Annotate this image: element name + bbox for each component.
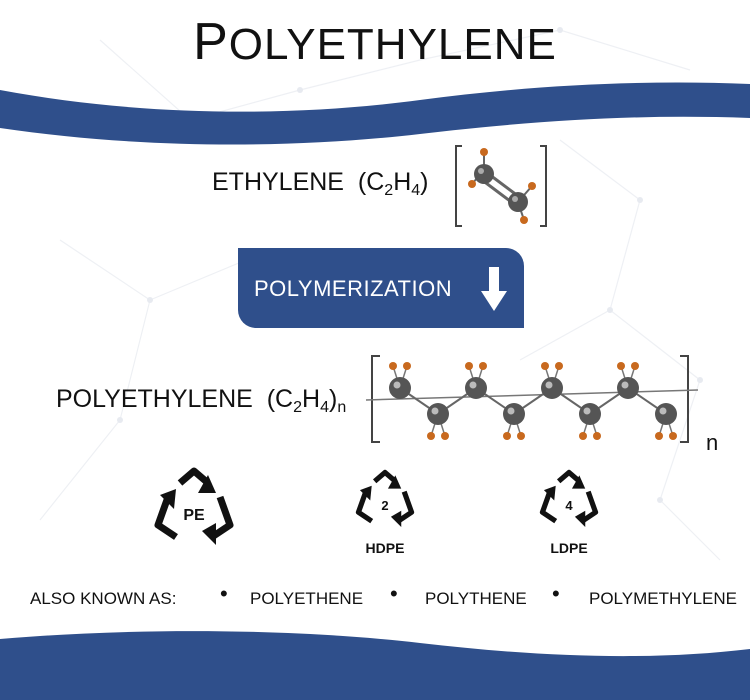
alias-polymethylene: POLYMETHYLENE — [589, 589, 738, 608]
carbon-atom — [503, 403, 525, 425]
hydrogen-atom — [427, 432, 435, 440]
carbon-atom — [541, 377, 563, 399]
bottom-wave-band — [0, 631, 750, 700]
recycle-ldpe-icon — [539, 469, 599, 528]
recycle-label-hdpe: HDPE — [365, 540, 405, 556]
recycle-label-ldpe: LDPE — [550, 540, 588, 556]
carbon-atom — [617, 377, 639, 399]
polymerization-banner: POLYMERIZATION — [238, 248, 524, 328]
hydrogen-atom — [441, 432, 449, 440]
carbon-highlight — [393, 381, 401, 389]
also-known-as-label: ALSO KNOWN AS: — [30, 589, 177, 608]
carbon-highlight — [507, 407, 515, 415]
carbon-atom — [389, 377, 411, 399]
bullet-icon: • — [390, 581, 398, 606]
carbon-atom — [465, 377, 487, 399]
carbon-highlight — [431, 407, 439, 415]
recycle-code-2: 2 — [381, 498, 389, 513]
hydrogen-atom — [631, 362, 639, 370]
carbon-highlight — [583, 407, 591, 415]
carbon-atom — [655, 403, 677, 425]
hydrogen-atom — [541, 362, 549, 370]
hydrogen-atom — [617, 362, 625, 370]
carbon-atom — [427, 403, 449, 425]
bullet-icon: • — [220, 581, 228, 606]
alias-polyethene: POLYETHENE — [250, 589, 364, 608]
carbon-highlight — [545, 381, 553, 389]
hydrogen-atom — [555, 362, 563, 370]
polyethylene-formula: POLYETHYLENE (C2H4)n — [56, 385, 347, 416]
hydrogen-atom — [579, 432, 587, 440]
ethylene-formula: ETHYLENE (C2H4) — [212, 168, 429, 199]
hydrogen-atom — [389, 362, 397, 370]
recycle-code-pe: PE — [183, 507, 205, 524]
hydrogen-atom — [655, 432, 663, 440]
hydrogen-atom — [517, 432, 525, 440]
hydrogen-atom — [465, 362, 473, 370]
hydrogen-atom — [669, 432, 677, 440]
page-title: POLYETHYLENE — [193, 13, 557, 71]
repeat-unit-n: n — [706, 430, 719, 455]
polymerization-label: POLYMERIZATION — [254, 276, 453, 301]
carbon-atom — [579, 403, 601, 425]
hydrogen-atom — [593, 432, 601, 440]
alias-polythene: POLYTHENE — [425, 589, 527, 608]
down-arrow-icon — [481, 267, 507, 311]
carbon-highlight — [469, 381, 477, 389]
hydrogen-atom — [479, 362, 487, 370]
carbon-highlight — [621, 381, 629, 389]
recycle-pe-icon — [154, 467, 234, 545]
recycle-code-4: 4 — [565, 498, 573, 513]
top-wave-band — [0, 82, 750, 145]
bullet-icon: • — [552, 581, 560, 606]
recycle-hdpe-icon — [355, 469, 415, 528]
polyethylene-chain-model — [365, 355, 699, 443]
hydrogen-atom — [503, 432, 511, 440]
hydrogen-atom — [403, 362, 411, 370]
ethylene-molecule-model — [455, 145, 547, 227]
carbon-highlight — [659, 407, 667, 415]
